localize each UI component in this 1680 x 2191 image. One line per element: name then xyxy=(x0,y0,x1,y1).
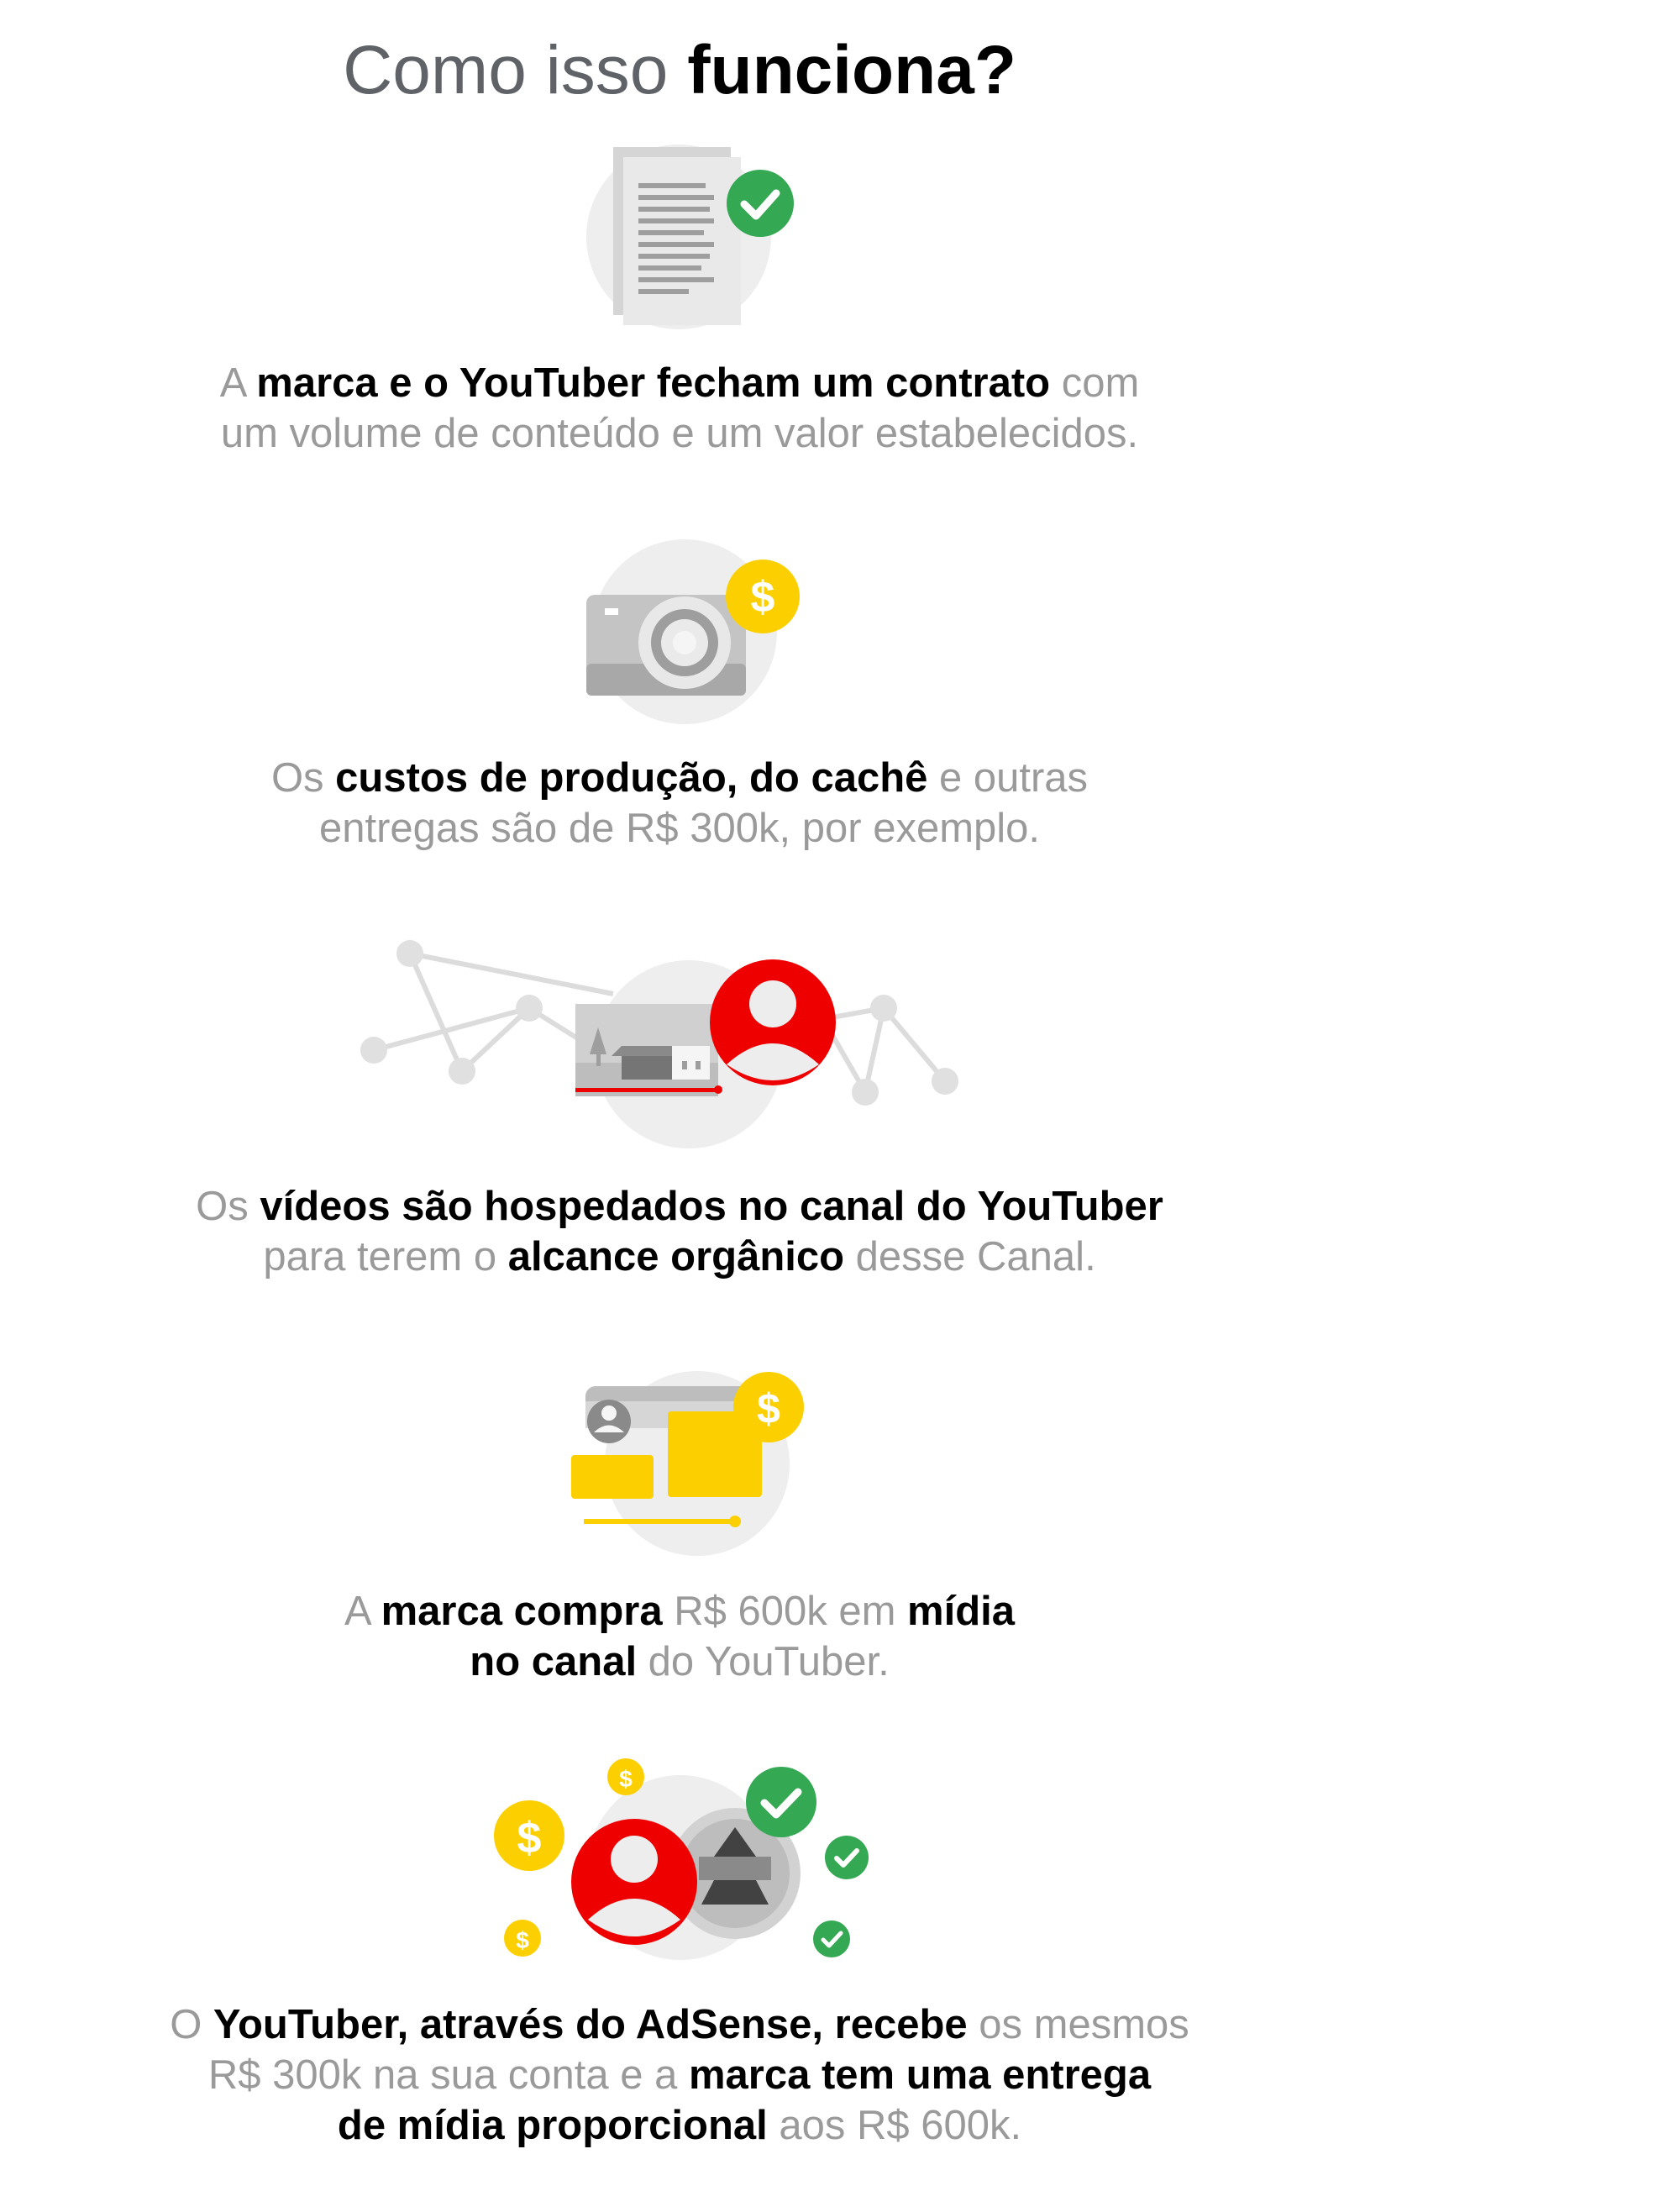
caption-bold-text: alcance orgânico xyxy=(507,1234,845,1279)
caption-text: Os xyxy=(270,755,336,801)
caption-text: um volume de conteúdo e um valor estabel… xyxy=(220,411,1139,456)
caption-line: Os vídeos são hospedados no canal do You… xyxy=(0,1181,1359,1232)
caption-line: um volume de conteúdo e um valor estabel… xyxy=(0,408,1359,459)
caption-line: de mídia proporcional aos R$ 600k. xyxy=(0,2100,1359,2151)
caption-bold-text: mídia xyxy=(907,1589,1015,1634)
caption-bold-text: marca compra xyxy=(381,1589,663,1634)
caption-bold-text: custos de produção, do cachê xyxy=(335,755,928,801)
caption-text: entregas são de R$ 300k, por exemplo. xyxy=(318,806,1041,851)
svg-text:$: $ xyxy=(619,1766,633,1792)
svg-text:$: $ xyxy=(517,1814,542,1863)
media-buy-dollar-icon: $ xyxy=(571,1371,804,1556)
caption-text: R$ 300k na sua conta e a xyxy=(207,2052,689,2098)
adsense-payout-delivery-icon: $ $ $ xyxy=(494,1758,869,1960)
svg-text:$: $ xyxy=(516,1927,529,1953)
caption-bold-text: YouTuber, através do AdSense, recebe xyxy=(213,2002,968,2047)
caption-text: para terem o xyxy=(263,1234,508,1279)
caption-line: A marca compra R$ 600k em mídia xyxy=(0,1586,1359,1637)
caption-text: R$ 600k em xyxy=(662,1589,908,1634)
caption-bold-text: no canal xyxy=(470,1639,638,1684)
caption-text: com xyxy=(1050,360,1140,406)
caption-bold-text: de mídia proporcional xyxy=(337,2103,768,2148)
step-3-caption: Os vídeos são hospedados no canal do You… xyxy=(0,1181,1359,1282)
caption-text: os mesmos xyxy=(967,2002,1189,2047)
caption-text: do YouTuber. xyxy=(637,1639,890,1684)
caption-text: A xyxy=(344,1589,381,1634)
caption-line: entregas são de R$ 300k, por exemplo. xyxy=(0,803,1359,854)
caption-bold-text: marca e o YouTuber fecham um contrato xyxy=(256,360,1051,406)
contract-document-check-icon xyxy=(586,144,794,329)
caption-line: no canal do YouTuber. xyxy=(0,1637,1359,1687)
step-1-caption: A marca e o YouTuber fecham um contrato … xyxy=(0,358,1359,459)
caption-line: Os custos de produção, do cachê e outras xyxy=(0,753,1359,803)
caption-text: e outras xyxy=(927,755,1089,801)
caption-text: A xyxy=(219,360,257,406)
caption-text: O xyxy=(170,2002,213,2047)
caption-line: O YouTuber, através do AdSense, recebe o… xyxy=(0,1999,1359,2050)
video-channel-network-icon xyxy=(360,940,958,1148)
caption-text: aos R$ 600k. xyxy=(767,2103,1022,2148)
page-title-bold: funciona? xyxy=(687,32,1016,108)
step-2-caption: Os custos de produção, do cachê e outras… xyxy=(0,753,1359,854)
caption-text: Os xyxy=(196,1184,260,1229)
caption-line: para terem o alcance orgânico desse Cana… xyxy=(0,1232,1359,1282)
svg-text:$: $ xyxy=(751,573,775,622)
caption-bold-text: marca tem uma entrega xyxy=(688,2052,1152,2098)
page-title: Como isso funciona? xyxy=(0,29,1359,113)
caption-bold-text: vídeos são hospedados no canal do YouTub… xyxy=(260,1184,1163,1229)
caption-line: R$ 300k na sua conta e a marca tem uma e… xyxy=(0,2050,1359,2100)
svg-text:$: $ xyxy=(757,1385,780,1432)
camera-dollar-icon: $ xyxy=(586,539,800,724)
caption-line: A marca e o YouTuber fecham um contrato … xyxy=(0,358,1359,408)
page-title-light: Como isso xyxy=(343,32,688,108)
caption-text: desse Canal. xyxy=(844,1234,1096,1279)
step-5-caption: O YouTuber, através do AdSense, recebe o… xyxy=(0,1999,1359,2151)
